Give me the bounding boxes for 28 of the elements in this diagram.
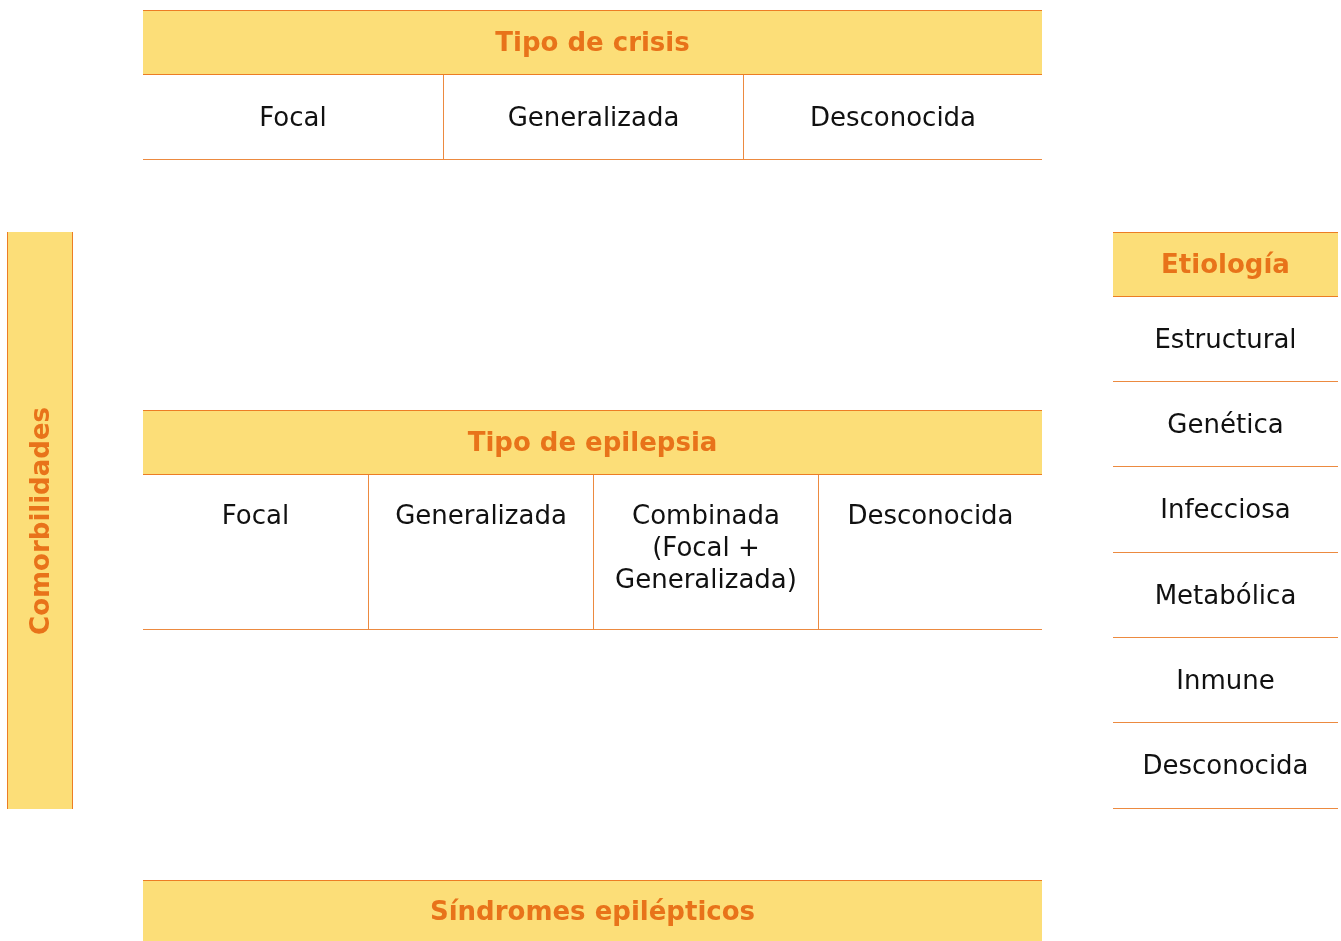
cell-text: Focal <box>221 499 290 531</box>
header-text: Etiología <box>1161 248 1290 281</box>
header-text: Síndromes epilépticos <box>429 894 756 928</box>
table-cell <box>818 475 1042 630</box>
table-cell <box>593 475 818 630</box>
header-text: Tipo de crisis <box>495 26 690 59</box>
table-cell <box>743 75 1042 160</box>
header-band <box>143 880 1042 941</box>
header-text: Tipo de epilepsia <box>467 426 718 459</box>
vertical-band <box>7 232 73 809</box>
cell-text: Genética <box>1167 407 1284 441</box>
cell-text: Focal <box>259 100 327 134</box>
header-band <box>1113 232 1338 297</box>
cell-text: Generalizada <box>507 100 680 134</box>
cell-text: Inmune <box>1176 663 1275 697</box>
cell-text: Desconocida <box>1142 749 1309 782</box>
header-band <box>143 410 1042 475</box>
header-band <box>143 10 1042 75</box>
vertical-text: Comorbilidades <box>27 406 53 635</box>
cell-text: Infecciosa <box>1160 493 1291 526</box>
cell-text: Desconocida <box>809 100 977 134</box>
cell-text: Combinada (Focal + Generalizada) <box>614 499 798 595</box>
cell-text: Desconocida <box>847 499 1014 531</box>
table-cell <box>368 475 593 630</box>
cell-text: Generalizada <box>395 499 567 531</box>
table-cell <box>443 75 743 160</box>
cell-text: Metabólica <box>1154 578 1297 612</box>
cell-text: Estructural <box>1154 322 1297 356</box>
